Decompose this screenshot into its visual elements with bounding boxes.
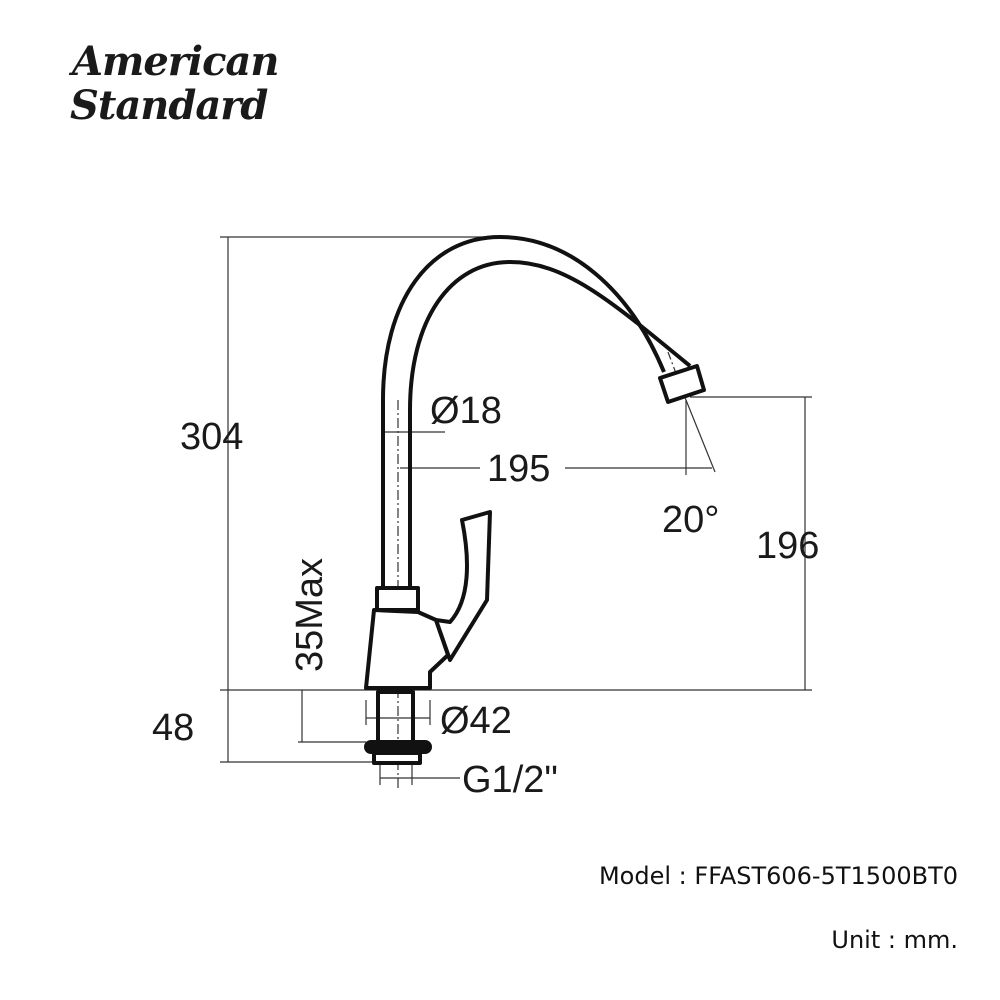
logo-line-2: Standard xyxy=(70,82,268,129)
dim-spout-height: 196 xyxy=(756,525,819,567)
unit-line: Unit : mm. xyxy=(831,926,958,954)
dim-pipe-diameter: Ø18 xyxy=(430,390,502,432)
model-label: Model xyxy=(598,862,672,890)
model-separator: : xyxy=(678,862,687,890)
model-line: Model : FFAST606-5T1500BT0 xyxy=(599,862,958,890)
unit-label: Unit xyxy=(831,926,881,954)
dim-thread: G1/2" xyxy=(462,759,558,801)
dim-base-diameter: Ø42 xyxy=(440,700,512,742)
dimension-lines xyxy=(220,236,812,790)
model-value: FFAST606-5T1500BT0 xyxy=(694,862,958,890)
faucet-outline xyxy=(364,235,706,765)
unit-separator: : xyxy=(887,926,896,954)
dim-spout-angle: 20° xyxy=(662,499,719,541)
dim-total-height: 304 xyxy=(180,416,243,458)
american-standard-logo: American Standard xyxy=(70,38,279,129)
logo-line-1: American xyxy=(72,38,279,85)
dim-below-deck: 48 xyxy=(152,707,194,749)
dim-reach: 195 xyxy=(487,448,550,490)
unit-value: mm. xyxy=(903,926,958,954)
dim-deck-thickness: 35Max xyxy=(289,558,331,672)
